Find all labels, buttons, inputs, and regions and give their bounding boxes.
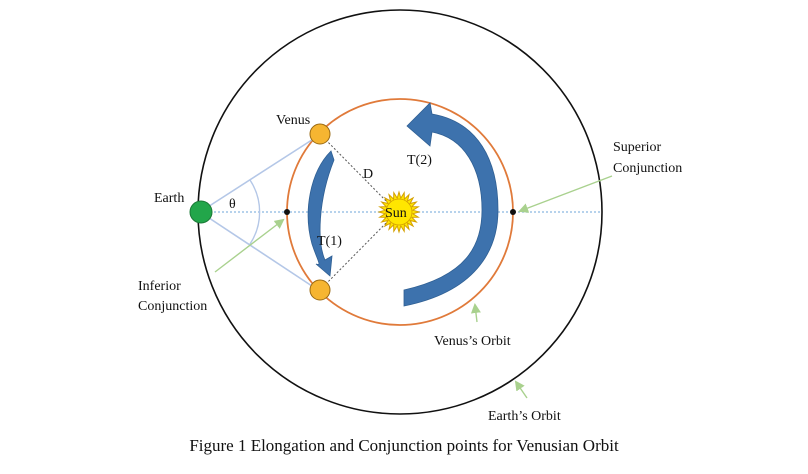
inferior-pointer [214, 218, 285, 273]
inferior-conjunction-label-1: Inferior [138, 279, 181, 294]
figure-caption: Figure 1 Elongation and Conjunction poin… [189, 436, 619, 455]
venus-lower-icon [309, 279, 331, 301]
inferior-conjunction-label-2: Conjunction [138, 299, 207, 314]
distance-label: D [363, 167, 373, 182]
superior-conjunction-label-2: Conjunction [613, 161, 682, 176]
venus-label: Venus [276, 113, 310, 128]
sun-icon [377, 190, 421, 234]
t1-label: T(1) [317, 234, 342, 249]
superior-conjunction-point [510, 209, 516, 215]
venus-upper-icon [309, 123, 331, 145]
sight-line-lower [199, 211, 319, 291]
venus-orbit-pointer [470, 303, 481, 323]
earth-label: Earth [154, 191, 184, 206]
earth-orbit-label: Earth’s Orbit [488, 409, 561, 424]
sun-label: Sun [385, 206, 407, 221]
arrow-t1 [307, 150, 335, 277]
superior-pointer [518, 175, 613, 213]
earth-icon [189, 200, 213, 224]
distance-line-lower [319, 213, 396, 291]
t2-label: T(2) [407, 153, 432, 168]
inferior-conjunction-point [284, 209, 290, 215]
superior-conjunction-label-1: Superior [613, 140, 662, 155]
venus-orbit-label: Venus’s Orbit [434, 334, 511, 349]
earth-orbit-pointer [514, 380, 528, 399]
sight-line-upper [199, 135, 319, 213]
distance-line-upper [319, 133, 396, 211]
arrow-t2 [403, 102, 499, 307]
theta-label: θ [229, 197, 236, 212]
theta-arc [249, 179, 261, 245]
